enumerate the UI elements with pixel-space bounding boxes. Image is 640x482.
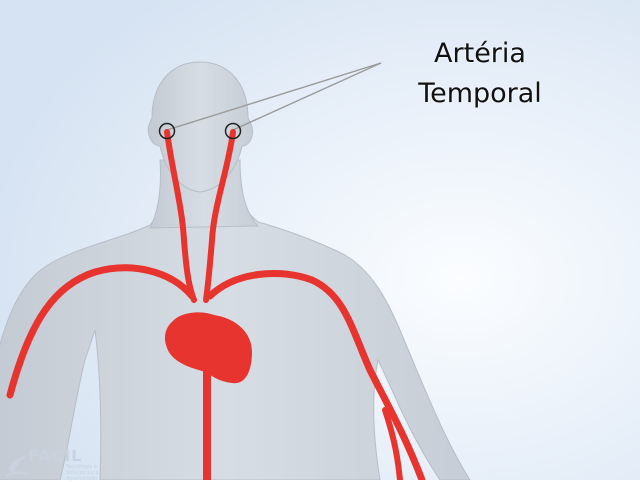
heart — [164, 312, 252, 384]
right-forearm-branch — [382, 407, 403, 480]
temporal-marker-right — [224, 122, 242, 140]
annotation-pointer-lines — [166, 62, 382, 131]
temporal-marker-left — [158, 122, 176, 140]
facil-logo: FACIL Tecnologia e Solução para o Aprend… — [4, 446, 114, 482]
logo-name: FACIL — [28, 446, 83, 465]
right-carotid-artery — [203, 129, 236, 303]
pointer-line-right — [232, 62, 382, 131]
left-carotid-artery — [164, 129, 197, 303]
arteries — [6, 129, 426, 480]
annotation-label: Artéria Temporal — [395, 34, 565, 114]
logo-swoosh-icon — [5, 456, 29, 477]
left-arm-artery — [6, 264, 196, 399]
right-arm-artery — [206, 269, 426, 480]
logo-tagline: Tecnologia e Solução para o Aprendizado — [66, 464, 104, 482]
annotation-label-line2: Temporal — [418, 78, 542, 109]
annotation-label-line1: Artéria — [434, 38, 526, 69]
pointer-line-left — [166, 62, 382, 131]
